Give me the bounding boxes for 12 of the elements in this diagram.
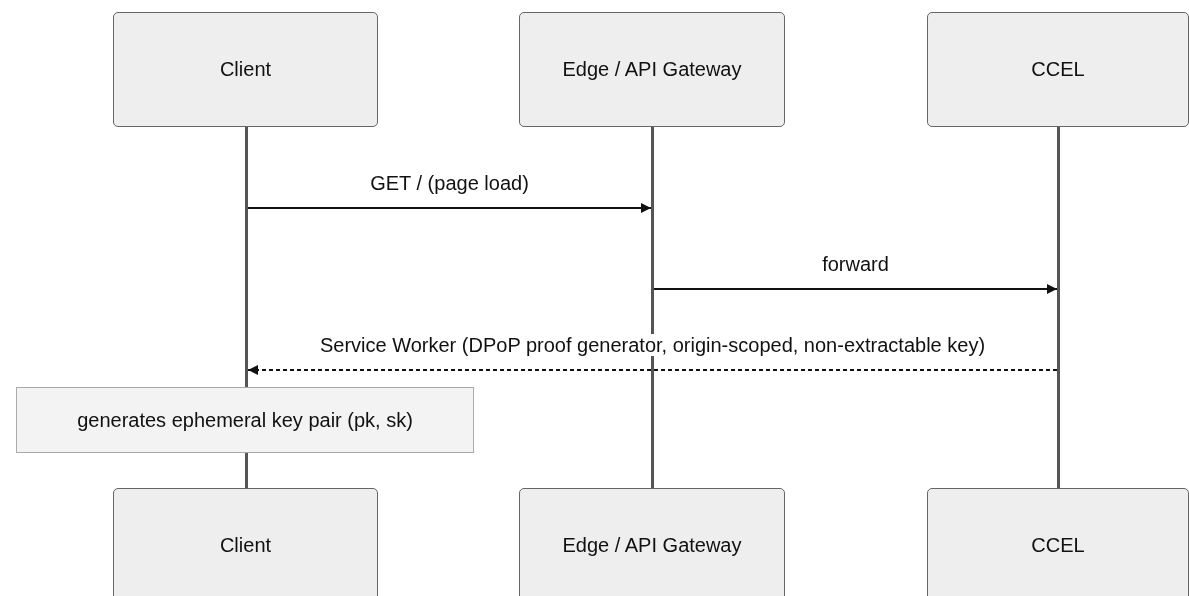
participant-box: Client [113, 12, 378, 127]
message-arrow [653, 284, 1058, 294]
message-arrow [247, 203, 652, 213]
participant-box: Edge / API Gateway [519, 12, 785, 127]
message-label: GET / (page load) [368, 172, 531, 194]
note-box: generates ephemeral key pair (pk, sk) [16, 387, 474, 453]
participant-box: CCEL [927, 488, 1189, 596]
participant-box: CCEL [927, 12, 1189, 127]
participant-box: Edge / API Gateway [519, 488, 785, 596]
message-arrow [247, 365, 1058, 375]
participant-box: Client [113, 488, 378, 596]
lifeline [1057, 127, 1060, 488]
